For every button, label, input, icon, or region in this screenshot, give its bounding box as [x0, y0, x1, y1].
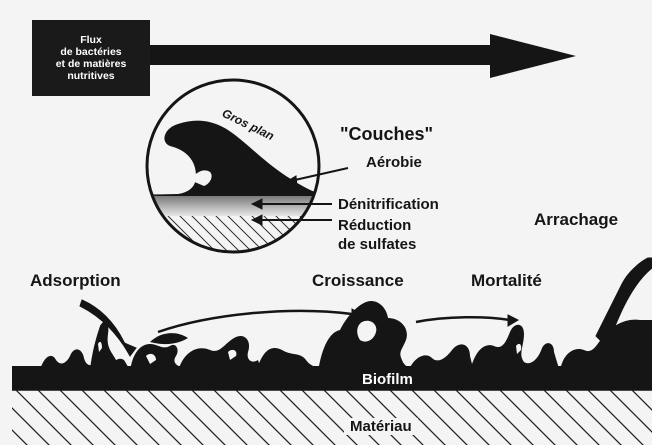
- layers-title: "Couches": [340, 124, 433, 145]
- layer-aerobic-label: Aérobie: [366, 154, 422, 171]
- flux-line-3: et de matières: [56, 58, 127, 70]
- layer-denitrification-label: Dénitrification: [338, 196, 439, 213]
- flux-arrow: [150, 34, 576, 78]
- flux-line-4: nutritives: [56, 70, 127, 82]
- stage-arrachage-label: Arrachage: [534, 210, 618, 230]
- stage-mortalite-label: Mortalité: [471, 271, 542, 291]
- material-label: Matériau: [344, 418, 418, 435]
- biofilm-layer: [12, 301, 652, 390]
- layer-sulfate-reduction-label: Réduction: [338, 217, 411, 234]
- flux-line-2: de bactéries: [56, 46, 127, 58]
- layer-sulfate-reduction-label-2: de sulfates: [338, 236, 416, 253]
- stage-croissance-label: Croissance: [312, 271, 404, 291]
- floating-particle: [150, 333, 188, 344]
- flux-label-box: Flux de bactéries et de matières nutriti…: [32, 20, 150, 96]
- stage-adsorption-label: Adsorption: [30, 271, 121, 291]
- closeup-circle: [140, 80, 330, 260]
- material-layer: [12, 390, 652, 445]
- biofilm-label: Biofilm: [362, 371, 413, 388]
- flux-line-1: Flux: [56, 34, 127, 46]
